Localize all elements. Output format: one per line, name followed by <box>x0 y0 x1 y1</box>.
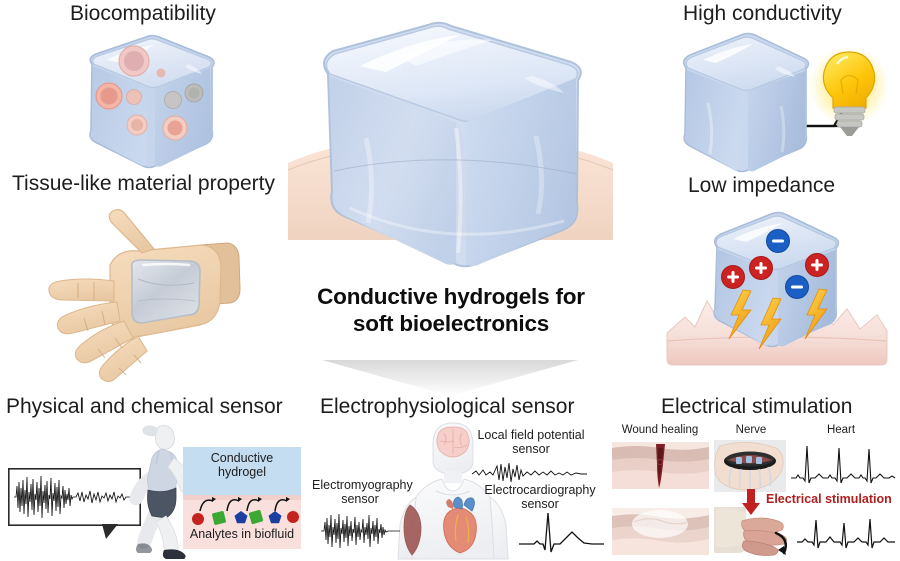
ecg-line2: sensor <box>521 497 559 512</box>
hand-with-hydrogel-patch <box>14 205 284 390</box>
emg-line1: Electromyography <box>312 478 413 492</box>
lfp-line1: Local field potential <box>477 428 585 442</box>
stimulation-red-arrow-icon <box>741 489 761 516</box>
label-nerve: Nerve <box>735 424 767 436</box>
label-low-impedance: Low impedance <box>688 174 836 197</box>
charge-group <box>721 229 829 299</box>
heart-ecg-after <box>796 510 896 558</box>
conductive-hydrogel-line1: Conductive <box>210 451 274 465</box>
label-wound-healing: Wound healing <box>621 424 699 436</box>
label-electromyography-sensor: Electromyography sensor <box>312 478 413 507</box>
down-arrow <box>320 358 580 398</box>
wound-before-image <box>612 442 709 489</box>
wound-after-image <box>612 508 709 555</box>
label-local-field-potential-sensor: Local field potential sensor <box>470 428 592 457</box>
ecg-line1: Electrocardiography <box>484 483 596 497</box>
emg-waveform-box <box>8 468 141 534</box>
label-high-conductivity: High conductivity <box>683 2 842 25</box>
label-electrical-stimulation-arrow: Electrical stimulation <box>766 492 892 506</box>
label-electrical-stimulation: Electrical stimulation <box>661 395 853 418</box>
label-tissue-like-property: Tissue-like material property <box>12 172 275 195</box>
high-conductivity-cube-bulb <box>648 28 898 178</box>
label-heart: Heart <box>826 424 856 436</box>
biocompatibility-cube <box>62 30 237 175</box>
conductive-hydrogel-line2: hydrogel <box>218 465 266 480</box>
figure-title: Conductive hydrogels for soft bioelectro… <box>292 283 610 338</box>
title-line-1: Conductive hydrogels for <box>317 284 585 309</box>
label-conductive-hydrogel: Conductive hydrogel <box>183 451 301 480</box>
heart-ecg-before <box>790 440 896 488</box>
running-person <box>126 420 202 561</box>
emg-line2: sensor <box>341 492 379 507</box>
label-biocompatibility: Biocompatibility <box>70 2 216 25</box>
central-hydrogel-cube <box>287 18 614 283</box>
lightning-bolts <box>728 288 828 350</box>
nerve-limb-response-image <box>712 505 796 559</box>
human-body-model <box>388 421 518 561</box>
label-physical-chemical-sensor: Physical and chemical sensor <box>6 395 283 418</box>
label-electrophysiological-sensor: Electrophysiological sensor <box>320 395 575 418</box>
biofluid-sensor-panel <box>183 447 301 549</box>
low-impedance-cube-on-skin <box>655 205 900 380</box>
emg-trace <box>320 512 402 550</box>
label-electrocardiography-sensor: Electrocardiography sensor <box>478 483 602 512</box>
ecg-trace <box>518 510 606 558</box>
speech-tail <box>102 524 124 540</box>
title-line-2: soft bioelectronics <box>352 311 550 337</box>
lfp-trace <box>471 460 589 484</box>
nerve-electrode-image <box>714 440 786 492</box>
label-analytes-in-biofluid: Analytes in biofluid <box>189 527 295 541</box>
lfp-line2: sensor <box>512 442 550 457</box>
